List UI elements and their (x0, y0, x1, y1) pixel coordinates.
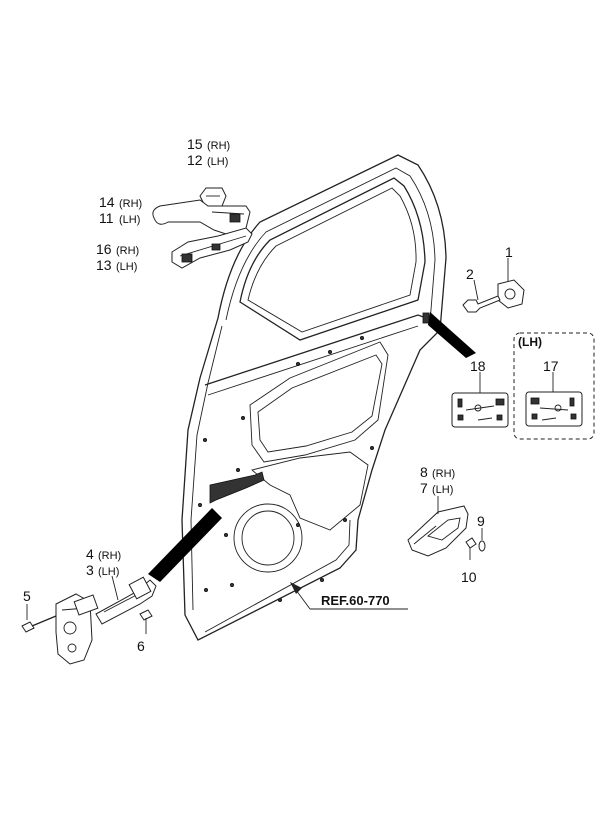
striker-bolt (462, 295, 501, 313)
hinge-bolt (21, 615, 57, 633)
callout-8: 8 (420, 464, 428, 480)
leader-latch (428, 312, 476, 358)
inside-handle (407, 505, 469, 557)
callout-8-side: (RH) (432, 468, 455, 480)
callout-7: 7 (420, 480, 428, 496)
callout-2: 2 (466, 266, 474, 282)
lh-box-title: (LH) (518, 335, 542, 349)
callout-3-side: (LH) (98, 566, 119, 578)
callout-15-side: (RH) (207, 140, 230, 152)
callout-18: 18 (470, 358, 486, 374)
check-strap-bolt (139, 609, 153, 634)
callout-7-side: (LH) (432, 484, 453, 496)
panel-mounting-holes (197, 335, 374, 603)
callout-17: 17 (543, 358, 559, 374)
callout-12-side: (LH) (207, 156, 228, 168)
callout-4: 4 (86, 546, 94, 562)
outside-handle (152, 199, 251, 237)
callout-13: 13 (96, 257, 112, 273)
callout-4-side: (RH) (98, 550, 121, 562)
leader-check-strap (148, 508, 222, 582)
inside-handle-cap (478, 528, 486, 552)
callout-16: 16 (96, 241, 112, 257)
callout-14: 14 (99, 194, 115, 210)
reference-arrow (290, 582, 408, 610)
outside-handle-cover (199, 187, 227, 209)
door-striker (497, 279, 525, 309)
callout-13-side: (LH) (116, 261, 137, 273)
callout-9: 9 (477, 513, 485, 529)
callout-3: 3 (86, 562, 94, 578)
callout-16-side: (RH) (116, 245, 139, 257)
door-hinge (55, 593, 99, 665)
callout-11: 11 (99, 210, 114, 226)
callout-1: 1 (505, 244, 513, 260)
callout-6: 6 (137, 638, 145, 654)
inside-handle-screw (465, 537, 477, 560)
callout-5: 5 (23, 588, 31, 604)
callout-11-side: (LH) (119, 214, 140, 226)
door-check-strap (95, 576, 157, 625)
callout-12: 12 (187, 152, 203, 168)
child-lock-label-17 (525, 391, 583, 427)
callout-15: 15 (187, 136, 203, 152)
reference-label: REF.60-770 (321, 593, 390, 608)
callout-10: 10 (461, 569, 477, 585)
child-lock-label-18 (451, 392, 509, 428)
lh-option-box (513, 332, 595, 440)
rear-door-panel (181, 154, 447, 641)
outside-handle-frame (171, 227, 253, 269)
callout-14-side: (RH) (119, 198, 142, 210)
